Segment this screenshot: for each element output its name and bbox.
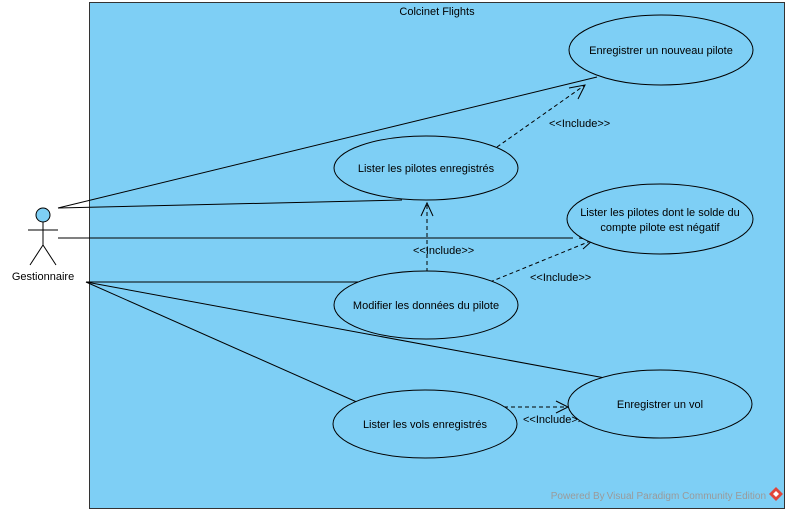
assoc-lister-vols [85, 281, 360, 404]
assoc-enregistrer-vol [85, 281, 606, 379]
assoc-enregistrer-pilote [57, 76, 598, 209]
usecase-modifier-pilote[interactable]: Modifier les données du pilote [333, 270, 519, 340]
include-label-4: <<Include>> [523, 414, 584, 426]
usecase-enregistrer-pilote[interactable]: Enregistrer un nouveau pilote [568, 14, 754, 86]
system-title: Colcinet Flights [399, 6, 475, 18]
usecase-label-line2: compte pilote est négatif [600, 222, 720, 234]
include-label-2: <<Include>> [413, 245, 474, 257]
usecase-lister-pilotes[interactable]: Lister les pilotes enregistrés [333, 135, 519, 201]
include-label-3: <<Include>> [530, 272, 591, 284]
usecase-lister-vols[interactable]: Lister les vols enregistrés [332, 389, 518, 459]
usecase-label: Enregistrer un vol [617, 399, 703, 411]
include-arrowhead-lister-pilotes [568, 84, 586, 100]
usecase-label: Lister les pilotes enregistrés [358, 163, 495, 175]
usecase-label: Modifier les données du pilote [353, 300, 499, 312]
include-line-modifier-solde [489, 239, 594, 283]
watermark-text: Powered By Visual Paradigm Community Edi… [551, 491, 766, 502]
usecase-label-line1: Lister les pilotes dont le solde du [580, 207, 740, 219]
actor-head-icon [35, 207, 51, 223]
include-arrowhead-modifier-lister [420, 201, 434, 217]
usecase-label: Enregistrer un nouveau pilote [589, 45, 733, 57]
assoc-lister-pilotes [57, 199, 403, 209]
usecase-solde-negatif[interactable]: Lister les pilotes dont le solde du comp… [566, 183, 754, 255]
include-line-lister-pilotes [496, 84, 586, 148]
usecase-enregistrer-vol[interactable]: Enregistrer un vol [567, 369, 753, 439]
usecase-label: Lister les vols enregistrés [363, 419, 488, 431]
actor-label: Gestionnaire [12, 271, 74, 283]
associations [57, 76, 606, 404]
visual-paradigm-logo-icon [769, 487, 783, 501]
include-label-1: <<Include>> [549, 118, 610, 130]
actor-gestionnaire[interactable] [28, 207, 58, 266]
